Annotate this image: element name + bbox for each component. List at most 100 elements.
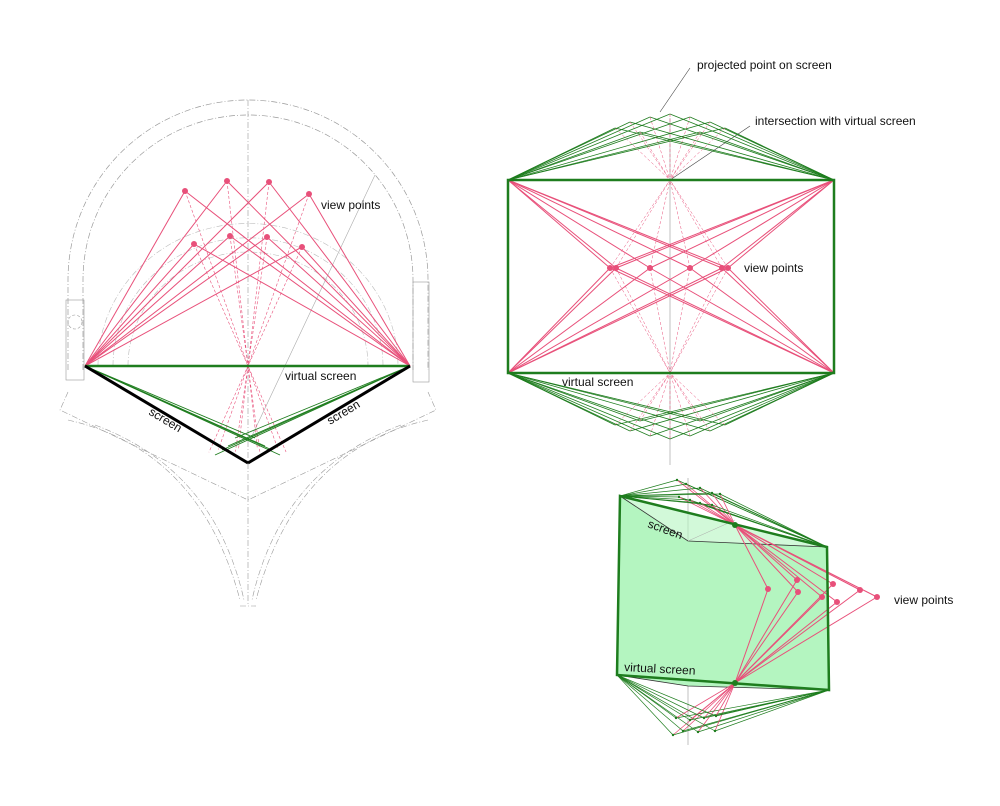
view-point	[874, 594, 880, 600]
right-door	[412, 281, 430, 383]
projected-point	[718, 492, 722, 496]
view-point	[834, 599, 840, 605]
virtual-screen-outline	[615, 494, 831, 692]
projected-ray	[507, 372, 691, 437]
projected-point	[698, 486, 702, 490]
projection-line	[649, 179, 671, 269]
left-virtual-screen-label: virtual screen	[285, 369, 356, 383]
projection-line	[609, 179, 671, 269]
left-door-circle	[67, 314, 83, 330]
projected-ray	[507, 372, 641, 422]
bottom-right-perspective-diagram	[615, 478, 880, 745]
sight-line	[184, 190, 411, 367]
projection-line	[669, 267, 691, 374]
projected-ray	[682, 689, 830, 732]
tr-virtual-screen-label: virtual screen	[562, 375, 633, 389]
screen-ray	[84, 365, 281, 456]
view-point	[264, 234, 270, 240]
sight-line	[507, 179, 651, 269]
projected-ray	[649, 372, 835, 437]
wall-arc	[67, 99, 429, 370]
screen-right-line	[247, 364, 411, 465]
sight-line	[84, 236, 268, 367]
sight-line	[507, 179, 611, 269]
projected-ray	[724, 127, 835, 181]
sight-line	[84, 181, 270, 367]
tr-view-points-label: view points	[744, 261, 803, 275]
projected-point	[677, 495, 681, 499]
sight-line	[507, 267, 723, 374]
projected-ray	[724, 372, 835, 426]
projection-line	[669, 179, 729, 269]
sight-line	[615, 267, 835, 374]
projection-line	[629, 121, 671, 181]
guide-line	[249, 174, 376, 441]
view-point	[306, 191, 312, 197]
projected-ray	[629, 372, 835, 432]
projected-ray	[699, 502, 828, 548]
projected-point	[688, 498, 692, 502]
projection-line	[719, 493, 736, 526]
projected-ray	[507, 372, 711, 432]
projection-line	[193, 243, 287, 453]
sight-line	[226, 180, 411, 367]
view-point	[857, 587, 863, 593]
projection-line	[675, 682, 736, 719]
projection-line	[697, 682, 736, 733]
projected-ray	[507, 372, 701, 422]
virtual-screen-rect	[506, 178, 836, 375]
projected-ray	[689, 116, 835, 181]
projected-ray	[616, 674, 684, 732]
projected-ray	[619, 495, 691, 501]
view-point	[224, 178, 230, 184]
projected-ray	[619, 495, 713, 506]
br-view-points-label: view points	[894, 593, 953, 607]
projected-point	[696, 730, 700, 734]
projection-line	[703, 682, 736, 719]
projected-ray	[507, 113, 671, 181]
sight-line	[734, 524, 834, 585]
sight-line	[721, 267, 835, 374]
projected-ray	[619, 493, 721, 497]
projected-point	[681, 729, 685, 733]
screen-ray	[84, 365, 256, 439]
projected-point	[675, 478, 679, 482]
sight-line	[507, 179, 617, 269]
sight-line	[615, 179, 835, 269]
view-point	[687, 265, 693, 271]
projected-ray	[507, 131, 701, 181]
projection-line	[609, 267, 671, 374]
projected-ray	[719, 493, 828, 548]
projected-ray	[639, 372, 835, 422]
projected-ray	[699, 131, 835, 181]
view-point	[795, 589, 801, 595]
intersection-point	[732, 680, 738, 686]
sight-line	[266, 236, 411, 367]
projected-point	[674, 716, 678, 720]
projected-ray	[616, 674, 691, 721]
sight-line	[734, 524, 823, 598]
view-point	[182, 188, 188, 194]
sight-line	[734, 589, 861, 684]
intersection-label: intersection with virtual screen	[755, 114, 916, 128]
projection-line	[689, 682, 736, 721]
lower-curves	[67, 419, 429, 601]
projected-point	[710, 491, 714, 495]
projected-ray	[616, 674, 674, 736]
projection-line	[629, 372, 671, 432]
projected-ray	[697, 689, 830, 733]
projected-ray	[616, 674, 705, 719]
projection-line	[669, 372, 701, 422]
projected-ray	[639, 131, 835, 181]
projection-line	[649, 116, 671, 181]
projected-point	[684, 482, 688, 486]
projected-ray	[619, 479, 678, 497]
projected-ray	[649, 116, 835, 181]
view-point	[227, 233, 233, 239]
sight-line	[308, 193, 411, 367]
sight-line	[507, 267, 617, 374]
sight-line	[84, 246, 303, 367]
sight-line	[229, 235, 411, 367]
sight-line	[301, 246, 411, 367]
